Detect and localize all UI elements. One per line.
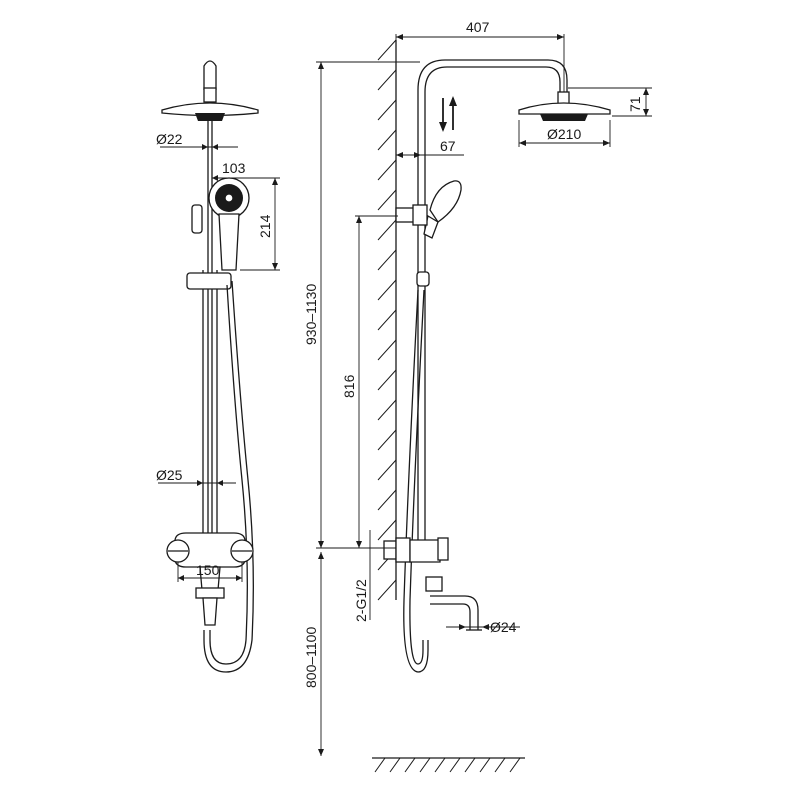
front-head-connector: [203, 87, 217, 103]
dim-arrow: [318, 62, 324, 69]
dim-head-diameter: Ø210: [547, 126, 581, 142]
dim-arrow: [603, 140, 610, 146]
dim-spout-diameter: Ø24: [490, 619, 517, 635]
side-mixer-body: [409, 539, 441, 563]
dim-inlet-thread: 2-G1/2: [353, 579, 369, 622]
side-inlet-connector: [395, 537, 411, 563]
side-hose-outer: [403, 289, 429, 673]
front-hand-shower-handle: [218, 213, 240, 271]
side-spout-outer: [430, 595, 479, 630]
dim-total-height: 930–1130: [303, 284, 319, 345]
dim-head-height: 71: [627, 96, 643, 112]
side-view: 407 71 Ø210 67 930–1130 816: [303, 19, 652, 773]
dim-arrow: [396, 34, 403, 40]
dim-arrow: [459, 624, 466, 630]
dim-arrow: [356, 216, 362, 223]
front-spout: [202, 597, 218, 626]
front-hand-shower-holder: [191, 204, 203, 234]
front-diverter-knob: [195, 587, 225, 599]
dim-arrow: [643, 88, 649, 95]
front-head-nozzles: [195, 113, 225, 121]
floor-hatching: [374, 757, 521, 773]
dim-hand-shower-height: 214: [257, 214, 273, 238]
side-head-connector: [557, 91, 570, 105]
side-wall-flange: [383, 540, 397, 560]
front-hose-inner: [209, 284, 248, 665]
side-riser-outer: [417, 59, 568, 545]
dim-arrow: [217, 480, 223, 486]
dim-arrow: [356, 541, 362, 548]
dim-arrow: [482, 624, 489, 630]
dim-arrow: [178, 575, 184, 581]
dim-arrow: [396, 152, 403, 158]
dim-arrow: [318, 552, 324, 559]
front-hose-outer: [203, 280, 254, 673]
dim-arrow: [236, 575, 242, 581]
side-head-nozzles: [540, 114, 588, 121]
side-overhead-head: [518, 102, 611, 115]
dim-arrow: [272, 263, 278, 270]
front-overhead-shower-head: [161, 102, 259, 117]
wall-hatching: [377, 39, 397, 601]
dim-arrow: [414, 152, 421, 158]
side-spout-inner: [430, 603, 471, 630]
dim-top-reach: 407: [466, 19, 490, 35]
front-hand-shower-center: [224, 193, 234, 203]
dim-pipe-diameter-lower: Ø25: [156, 467, 183, 483]
front-head-stem: [203, 60, 217, 90]
dim-hand-shower-width: 103: [222, 160, 246, 176]
front-view: Ø22 103 214 Ø25 150: [156, 60, 280, 673]
dim-pipe-diameter-top: Ø22: [156, 131, 183, 147]
dim-arrow: [212, 175, 218, 181]
dim-wall-offset: 67: [440, 138, 456, 154]
dim-arrow: [272, 178, 278, 185]
dim-arrow: [202, 144, 208, 150]
side-bracket-clamp: [412, 204, 428, 226]
dim-arrow: [643, 109, 649, 116]
dim-rail-height: 816: [341, 374, 357, 398]
side-riser-inner: [424, 66, 561, 545]
front-slide-holder: [186, 272, 232, 290]
dim-inlet-spacing: 150: [196, 562, 220, 578]
dim-arrow: [519, 140, 526, 146]
dim-mount-height: 800–1100: [303, 627, 319, 688]
dim-arrow: [318, 541, 324, 548]
side-diverter-valve: [425, 576, 443, 592]
dim-arrow: [197, 480, 203, 486]
side-mixer-knob: [437, 537, 449, 561]
side-hose-inner: [409, 289, 425, 665]
flow-direction-icon: [439, 96, 457, 132]
dim-arrow: [318, 749, 324, 756]
side-hand-shower-head: [429, 180, 462, 223]
dim-arrow: [557, 34, 564, 40]
dim-arrow: [212, 144, 218, 150]
side-slide-holder: [416, 271, 430, 287]
